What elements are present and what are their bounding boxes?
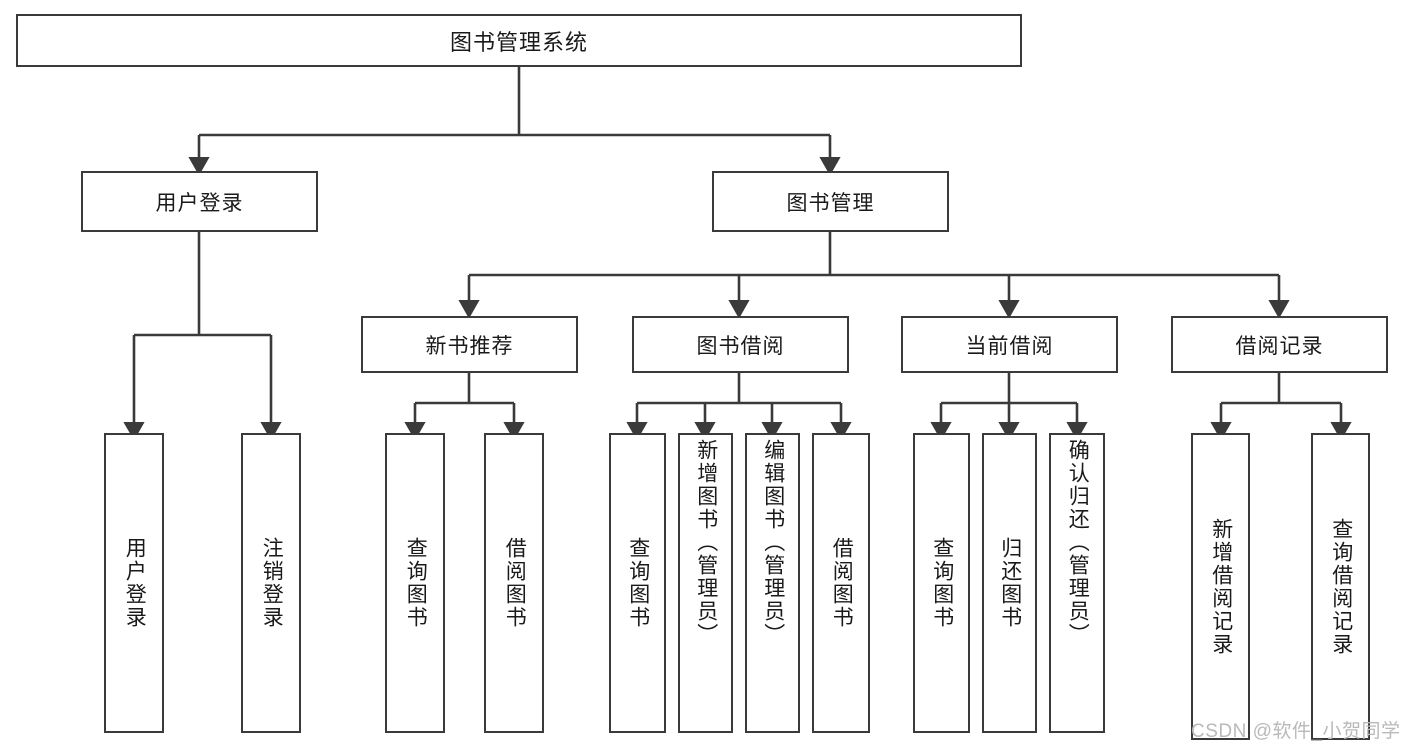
leaf-user-login[interactable]: 用户登录 [104,433,164,733]
watermark-label: CSDN @软件_小贺同学 [1191,721,1401,742]
leaf-query-borrow-record[interactable]: 查询借阅记录 [1311,433,1370,740]
leaf-query-book-current[interactable]: 查询图书 [913,433,970,733]
leaf-return-book[interactable]: 归还图书 [982,433,1037,733]
node-book-borrow[interactable]: 图书借阅 [632,316,849,373]
leaf-edit-book-admin[interactable]: 编辑图书（管理员） [745,433,800,733]
leaf-query-book-recommend[interactable]: 查询图书 [385,433,445,733]
node-new-book-recommend[interactable]: 新书推荐 [361,316,578,373]
node-user-login[interactable]: 用户登录 [81,171,318,232]
leaf-logout-login[interactable]: 注销登录 [241,433,301,733]
node-root-system[interactable]: 图书管理系统 [16,14,1022,67]
leaf-borrow-book-borrow[interactable]: 借阅图书 [812,433,870,733]
leaf-confirm-return-admin[interactable]: 确认归还（管理员） [1049,433,1105,733]
node-current-borrow[interactable]: 当前借阅 [901,316,1118,373]
leaf-add-book-admin[interactable]: 新增图书（管理员） [678,433,733,733]
node-borrow-record[interactable]: 借阅记录 [1171,316,1388,373]
leaf-borrow-book-recommend[interactable]: 借阅图书 [484,433,544,733]
leaf-query-book-borrow[interactable]: 查询图书 [609,433,666,733]
node-book-management[interactable]: 图书管理 [712,171,949,232]
leaf-add-borrow-record[interactable]: 新增借阅记录 [1191,433,1250,740]
